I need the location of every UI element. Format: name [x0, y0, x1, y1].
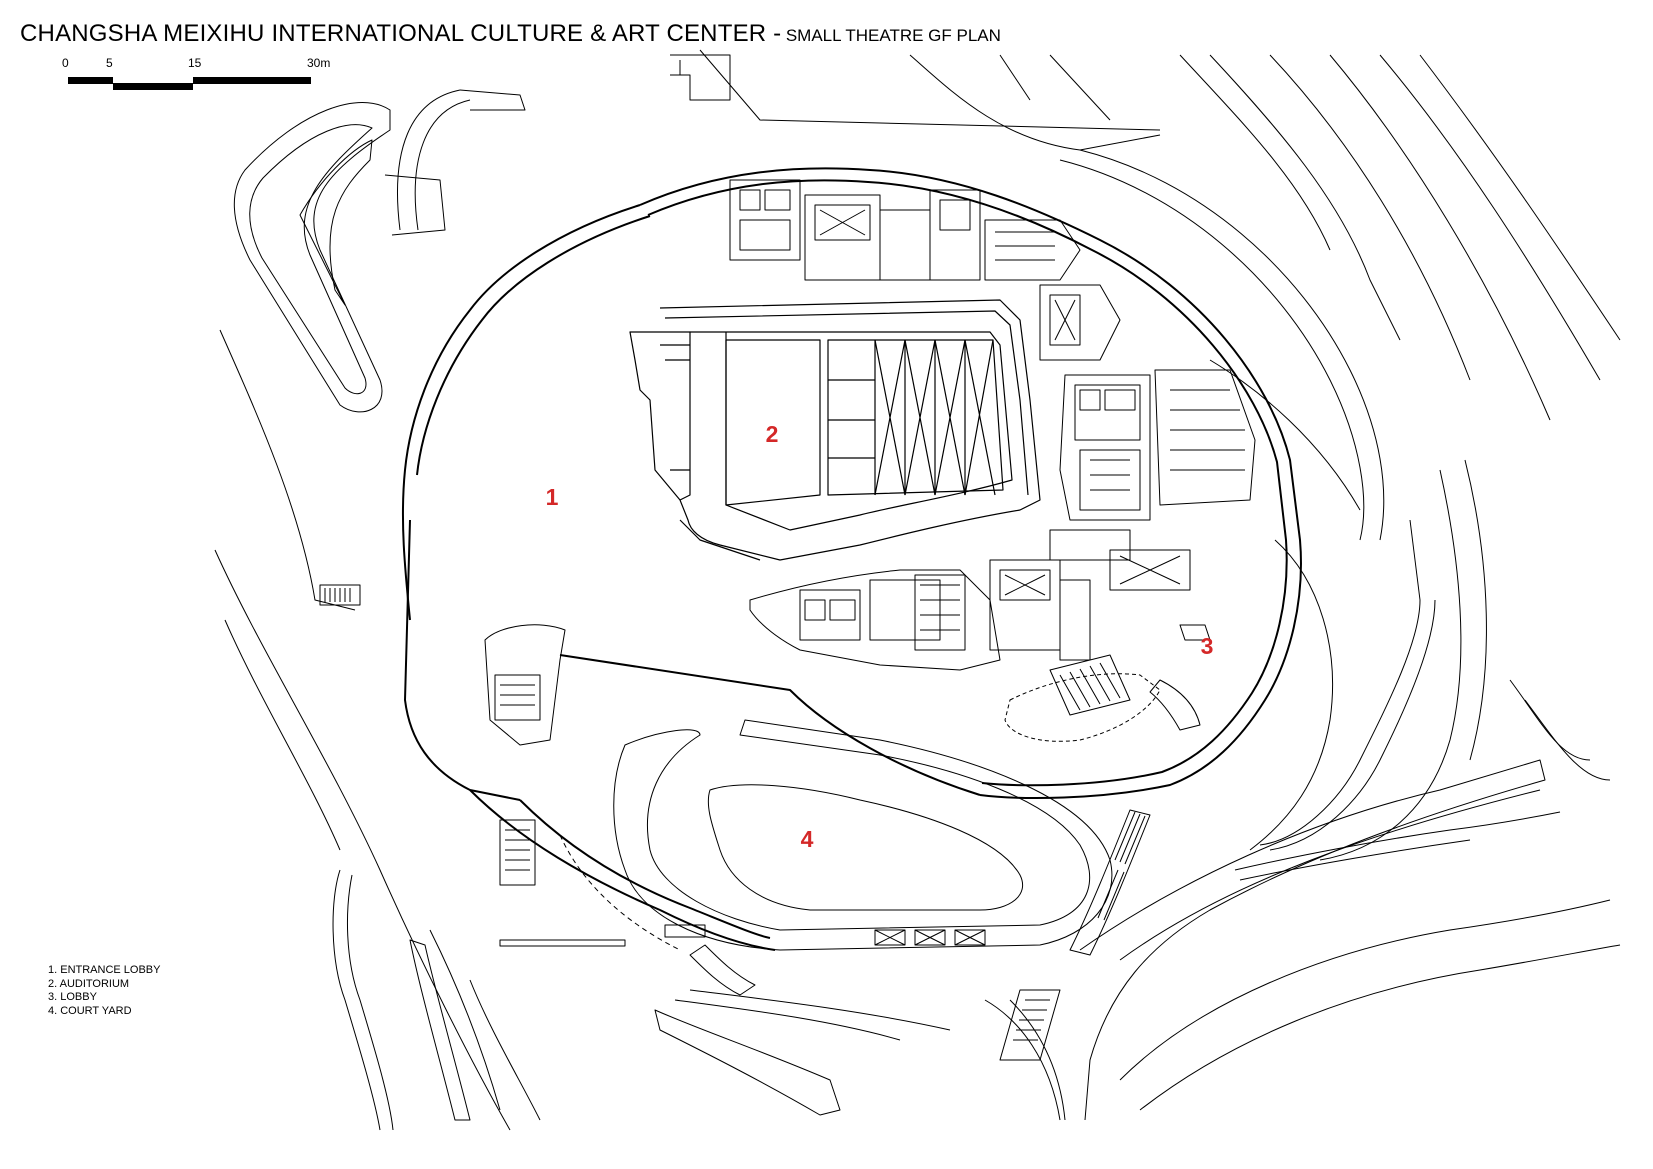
legend-item-court-yard: 4. COURT YARD — [48, 1004, 132, 1017]
room-labels: 1 2 3 4 — [546, 421, 1214, 852]
legend-item-entrance-lobby: 1. ENTRANCE LOBBY — [48, 964, 161, 976]
scale-tick-30m: 30m — [307, 56, 331, 70]
legend-item-auditorium: 2. AUDITORIUM — [48, 977, 130, 990]
scale-segment-3 — [193, 77, 311, 84]
scale-tick-15: 15 — [188, 56, 202, 70]
room-label-court-yard: 4 — [801, 826, 814, 852]
east-wing-rooms — [1059, 369, 1256, 591]
scale-tick-0: 0 — [62, 56, 69, 70]
building-walls — [401, 167, 1302, 951]
north-service-rooms — [729, 179, 1121, 361]
west-entrance-core — [319, 584, 1061, 1061]
site-linework — [214, 49, 1621, 1131]
southeast-service-core — [749, 529, 1131, 671]
drawing-title: CHANGSHA MEIXIHU INTERNATIONAL CULTURE &… — [20, 20, 1001, 48]
scale-segment-1 — [68, 77, 113, 84]
lobby-features — [1004, 624, 1211, 742]
scale-tick-5: 5 — [106, 56, 113, 70]
courtyard-landscape — [613, 719, 1151, 956]
title-main: CHANGSHA MEIXIHU INTERNATIONAL CULTURE &… — [20, 20, 782, 47]
auditorium-block — [629, 299, 1041, 561]
scale-bar: 0 5 15 30m — [60, 56, 360, 96]
legend-item-lobby: 3. LOBBY — [48, 991, 97, 1004]
legend: 1. ENTRANCE LOBBY 2. AUDITORIUM 3. LOBBY… — [48, 964, 160, 1018]
title-sub: SMALL THEATRE GF PLAN — [785, 26, 1001, 45]
room-label-entrance-lobby: 1 — [546, 484, 559, 510]
scale-segment-2 — [113, 83, 193, 90]
room-label-lobby: 3 — [1201, 633, 1214, 659]
room-label-auditorium: 2 — [766, 421, 779, 447]
